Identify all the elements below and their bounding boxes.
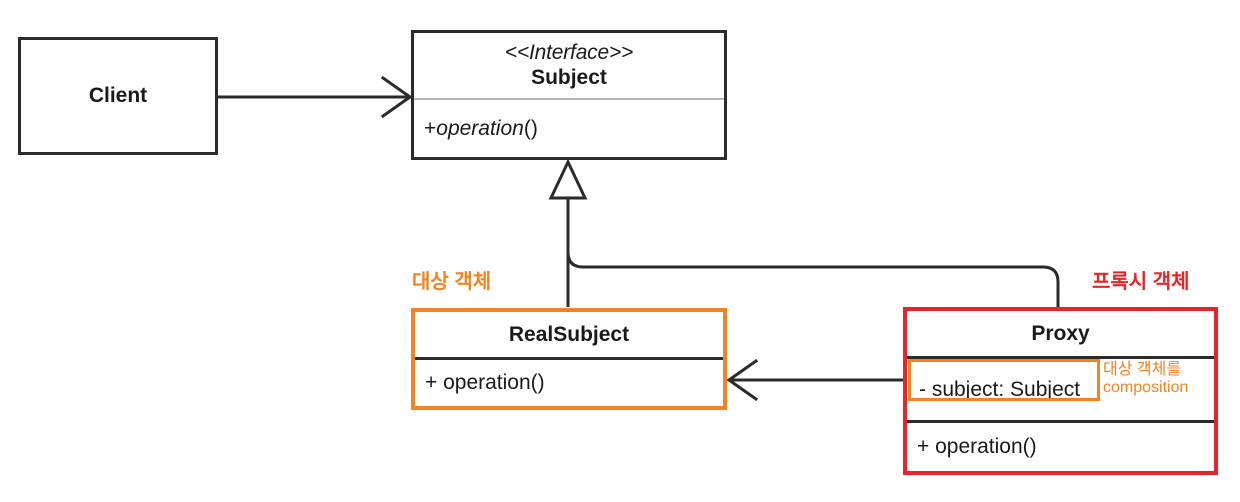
- client-class-name: Client: [88, 84, 148, 107]
- realsubject-name-compartment: RealSubject: [415, 312, 723, 357]
- realsubject-operation-row: + operation(): [425, 371, 545, 394]
- subject-operation-name: operation: [436, 116, 524, 140]
- subject-stereotype: <<Interface>>: [504, 41, 634, 65]
- proxy-name-compartment: Proxy: [907, 311, 1214, 356]
- subject-operation-visibility: +: [424, 116, 437, 140]
- proxy-operation-row: + operation(): [917, 435, 1037, 458]
- proxy-attributes-compartment: - subject: Subject: [907, 356, 1214, 420]
- proxy-field-row: - subject: Subject: [919, 377, 1081, 401]
- subject-class-name: Subject: [531, 65, 607, 89]
- open-arrow-icon: [380, 75, 413, 119]
- subject-name-compartment: <<Interface>> Subject: [414, 33, 724, 98]
- hollow-triangle-icon: [548, 158, 588, 200]
- realsubject-annotation-label: 대상 객체: [412, 271, 492, 293]
- realsubject-class-name: RealSubject: [508, 322, 630, 346]
- client-name-compartment: Client: [21, 40, 215, 152]
- subject-operations-compartment: + operation(): [414, 98, 724, 157]
- proxy-operations-compartment: + operation(): [907, 420, 1214, 471]
- class-box-client[interactable]: Client: [18, 37, 218, 155]
- proxy-annotation-label: 프록시 객체: [1092, 271, 1190, 293]
- client-to-subject-connector: [218, 75, 413, 119]
- proxy-class-name: Proxy: [1031, 321, 1090, 345]
- generalization-connector: [548, 158, 1060, 307]
- subject-operation-row: + operation(): [414, 100, 724, 157]
- class-box-proxy[interactable]: Proxy - subject: Subject + operation(): [903, 307, 1218, 475]
- proxy-composition-note-line2: composition: [1103, 379, 1189, 397]
- realsubject-operations-compartment: + operation(): [415, 357, 723, 406]
- subject-operation-parens: (): [523, 116, 538, 140]
- class-box-subject[interactable]: <<Interface>> Subject + operation(): [411, 30, 727, 160]
- proxy-composition-note-line1: 대상 객체를: [1103, 361, 1182, 378]
- proxy-to-realsubject-connector: [726, 358, 903, 402]
- class-box-realsubject[interactable]: RealSubject + operation(): [411, 308, 727, 410]
- proxy-composition-note: 대상 객체를 composition: [1103, 361, 1188, 398]
- open-arrow-icon: [726, 358, 759, 402]
